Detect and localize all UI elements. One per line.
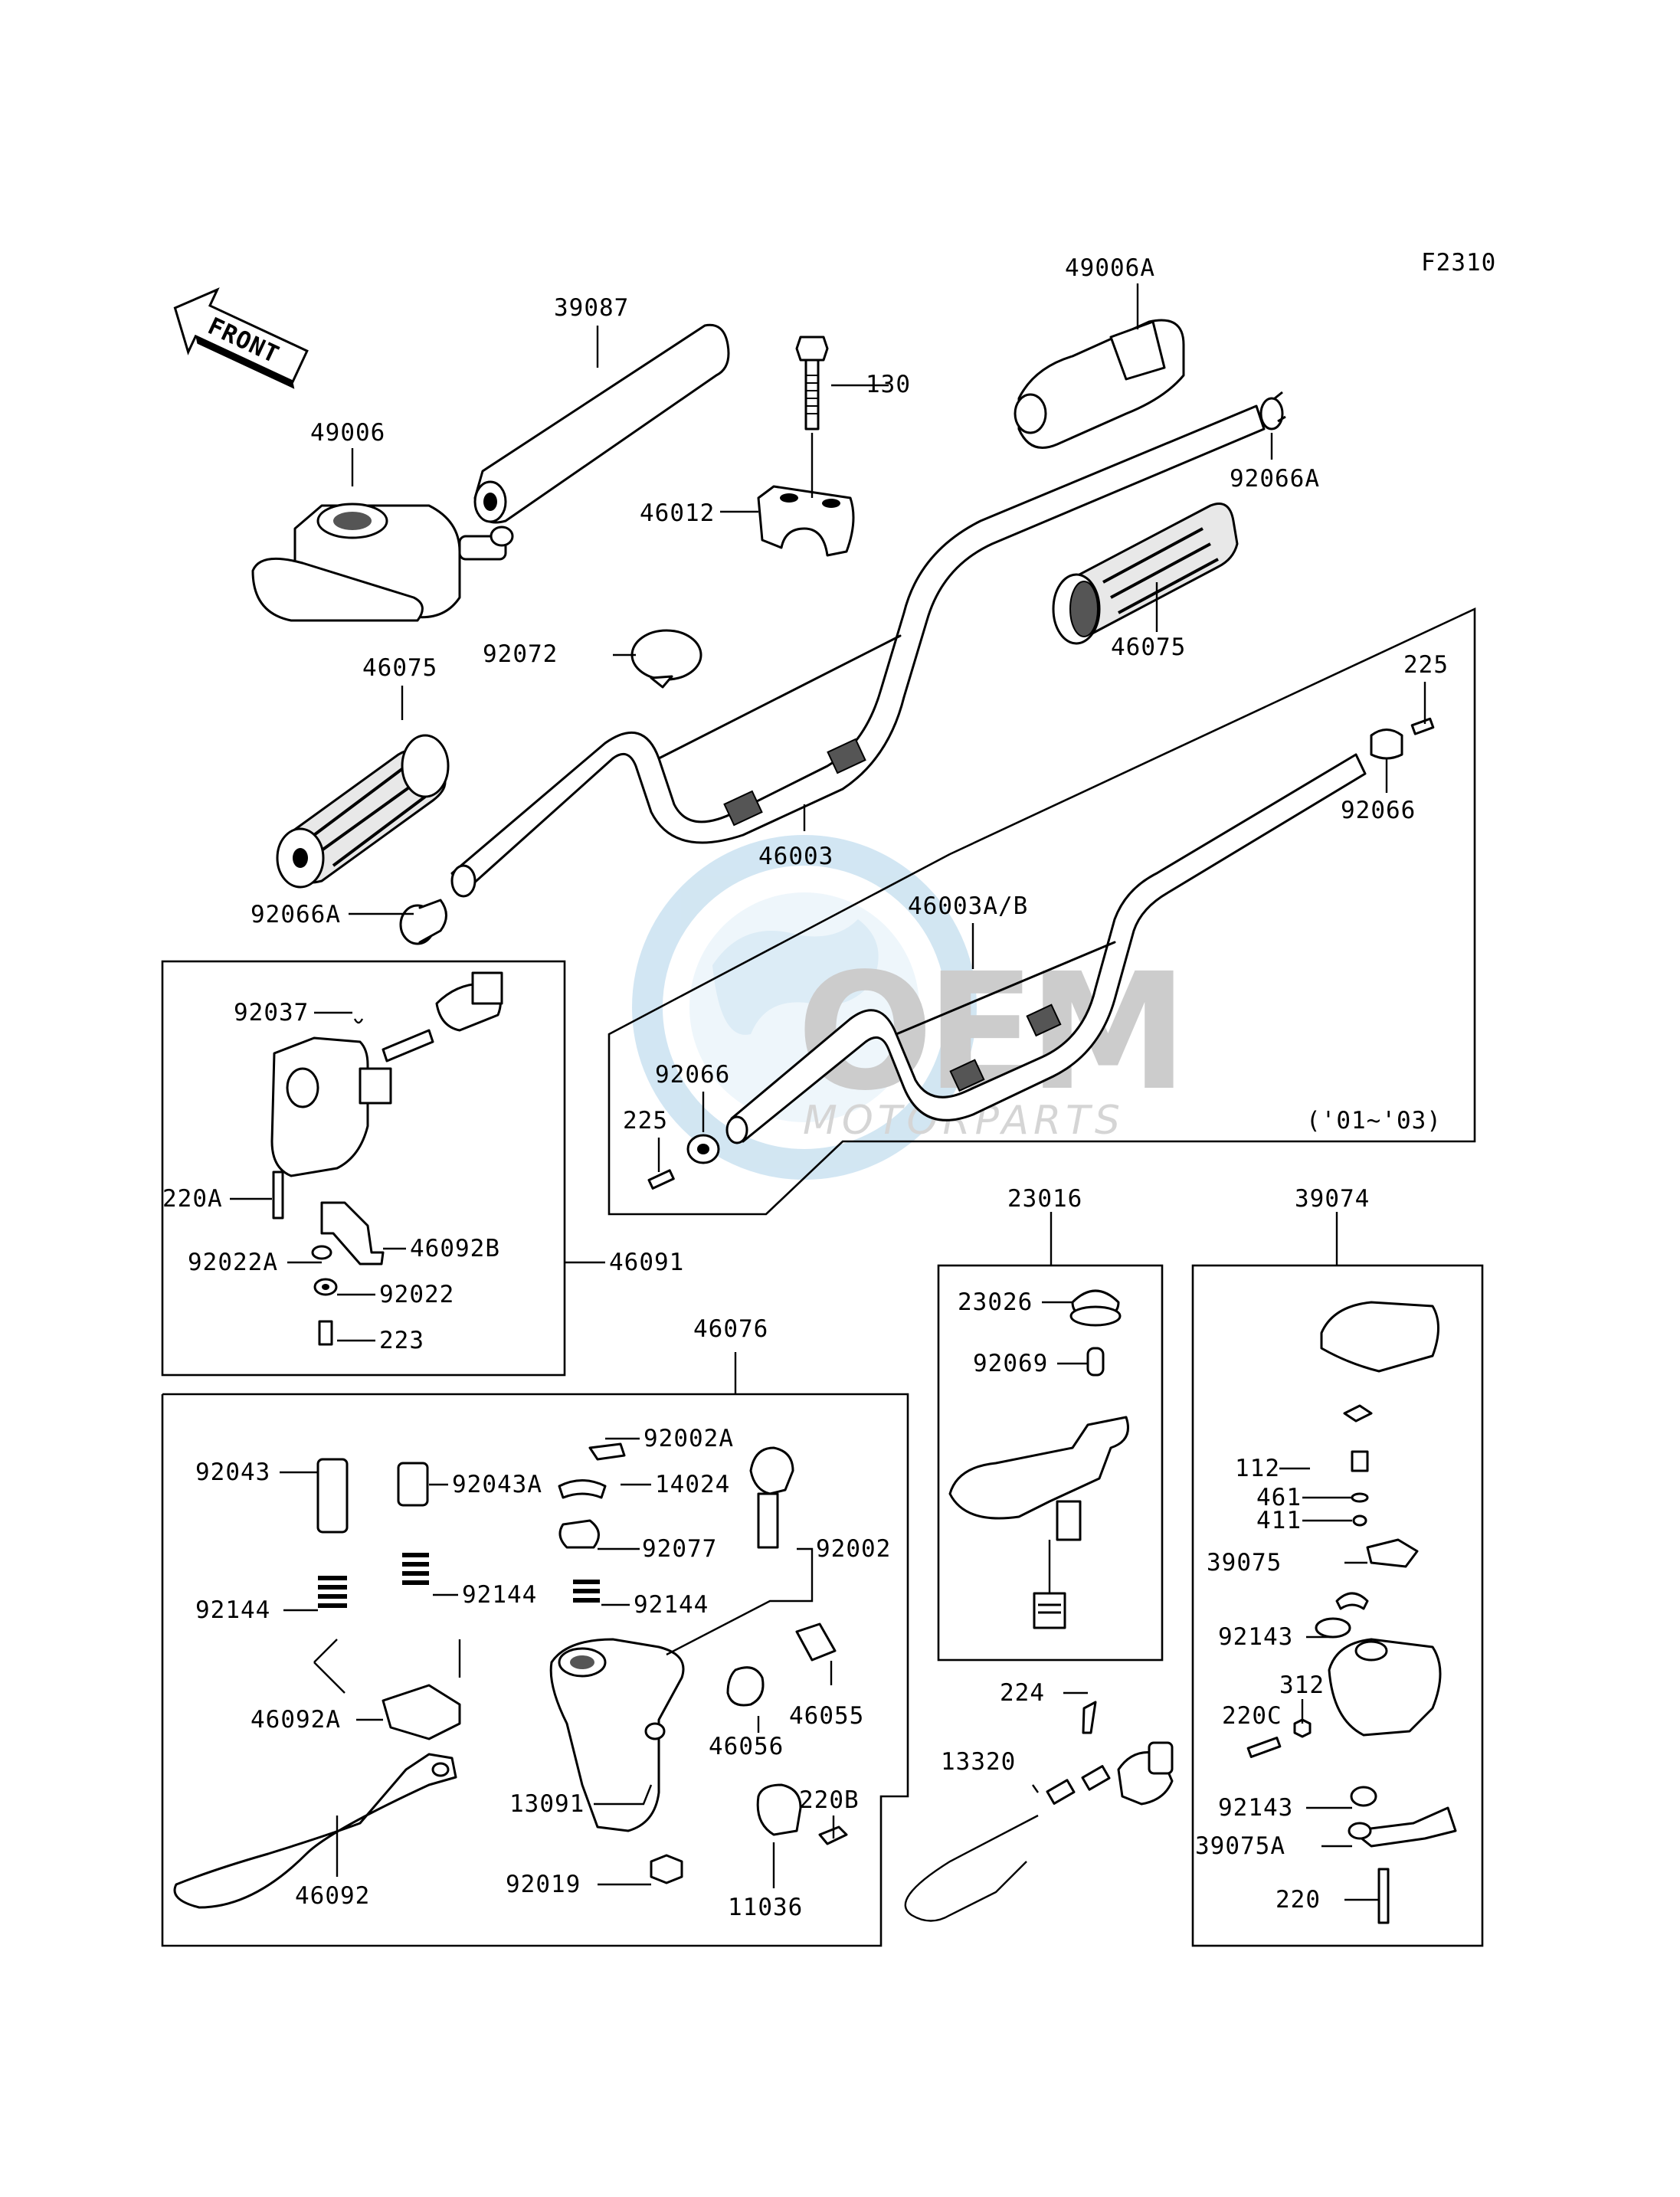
label-92144-b: 92144: [462, 1581, 537, 1609]
switch-housing-49006A: [1014, 319, 1185, 449]
label-46092A: 46092A: [251, 1706, 341, 1734]
clamp-46012: [757, 485, 855, 557]
label-39075: 39075: [1207, 1549, 1282, 1577]
bolt-130: [795, 336, 829, 431]
label-92077: 92077: [642, 1535, 717, 1563]
label-92066-right: 92066: [1341, 797, 1416, 824]
label-220A: 220A: [162, 1185, 223, 1213]
indicator-assembly: [948, 1289, 1129, 1629]
label-23016: 23016: [1007, 1185, 1082, 1213]
bolt-225-top: [1410, 717, 1435, 735]
label-220: 220: [1276, 1886, 1321, 1914]
clutch-lever-box: [161, 1393, 909, 1947]
label-92143-bot: 92143: [1218, 1794, 1293, 1822]
end-cap-92066-right: [1370, 729, 1403, 760]
throttle-housing-49006: [251, 503, 514, 622]
label-92037: 92037: [234, 999, 309, 1026]
label-39074: 39074: [1295, 1185, 1370, 1213]
leader-lines: [230, 283, 1426, 1901]
clutch-lever-assembly: [173, 1442, 848, 1909]
end-cap-92066A-top: [1259, 391, 1286, 431]
label-92066-mid: 92066: [655, 1061, 730, 1089]
label-46003AB: 46003A/B: [908, 892, 1028, 920]
label-46092B: 46092B: [410, 1235, 500, 1262]
year-range-note: ('01~'03): [1306, 1107, 1442, 1135]
label-13091: 13091: [509, 1790, 585, 1818]
end-cap-92066A-left: [399, 899, 447, 945]
part-labels: 39087 49006A 130 49006 46012 92066A 9207…: [162, 254, 1449, 1921]
label-46056: 46056: [709, 1733, 784, 1760]
label-225-mid: 225: [623, 1107, 668, 1135]
label-112: 112: [1235, 1455, 1280, 1482]
label-13320: 13320: [941, 1748, 1016, 1776]
label-92002: 92002: [816, 1535, 891, 1563]
label-92069: 92069: [973, 1350, 1048, 1377]
label-46091: 46091: [609, 1249, 684, 1276]
label-130: 130: [866, 371, 911, 398]
label-49006: 49006: [310, 419, 385, 447]
grip-46075-left: [276, 734, 450, 889]
label-92143-top: 92143: [1218, 1623, 1293, 1651]
label-312: 312: [1279, 1671, 1325, 1699]
label-411: 411: [1256, 1507, 1302, 1534]
label-92022A: 92022A: [188, 1249, 278, 1276]
label-92144-c: 92144: [634, 1591, 709, 1619]
label-39087: 39087: [554, 294, 629, 322]
label-46092: 46092: [295, 1882, 370, 1910]
label-11036: 11036: [728, 1894, 803, 1921]
label-461: 461: [1256, 1484, 1302, 1511]
label-220C: 220C: [1222, 1702, 1282, 1730]
grip-tube-39087: [473, 323, 730, 524]
label-224: 224: [1000, 1679, 1045, 1707]
clamp-band-92072: [630, 629, 702, 689]
label-46076: 46076: [693, 1315, 768, 1343]
end-cap-92066-mid: [686, 1134, 720, 1164]
label-14024: 14024: [655, 1471, 730, 1498]
label-223: 223: [379, 1327, 424, 1354]
front-arrow-icon: FRONT: [173, 287, 309, 389]
handlebar-46003AB: [725, 753, 1367, 1144]
label-49006A: 49006A: [1065, 254, 1155, 282]
left-switch-assembly: [270, 971, 503, 1346]
throttle-assembly: [1246, 1301, 1457, 1924]
label-92043A: 92043A: [452, 1471, 542, 1498]
label-92043: 92043: [195, 1459, 270, 1486]
label-92002A: 92002A: [644, 1425, 734, 1452]
label-46003: 46003: [758, 843, 833, 870]
grip-46075-right: [1052, 503, 1239, 645]
label-92144-a: 92144: [195, 1596, 270, 1624]
label-39075A: 39075A: [1195, 1832, 1285, 1860]
label-92022: 92022: [379, 1281, 454, 1308]
label-46075-left: 46075: [362, 654, 437, 682]
bolt-225-mid: [647, 1169, 675, 1190]
label-92072: 92072: [483, 640, 558, 668]
label-92066A-top: 92066A: [1230, 465, 1320, 493]
label-23026: 23026: [958, 1288, 1033, 1316]
cable-13320: [904, 1701, 1174, 1922]
label-92019: 92019: [506, 1871, 581, 1898]
left-switch-box: [161, 960, 566, 1377]
label-46055: 46055: [789, 1702, 864, 1730]
label-46075-right: 46075: [1111, 634, 1186, 661]
label-46012: 46012: [640, 499, 715, 527]
alt-handlebar-box: [607, 607, 1476, 1216]
label-225-top: 225: [1403, 651, 1449, 679]
figure-code: F2310: [1421, 249, 1496, 277]
label-220B: 220B: [799, 1786, 860, 1814]
label-92066A-left: 92066A: [251, 901, 341, 928]
